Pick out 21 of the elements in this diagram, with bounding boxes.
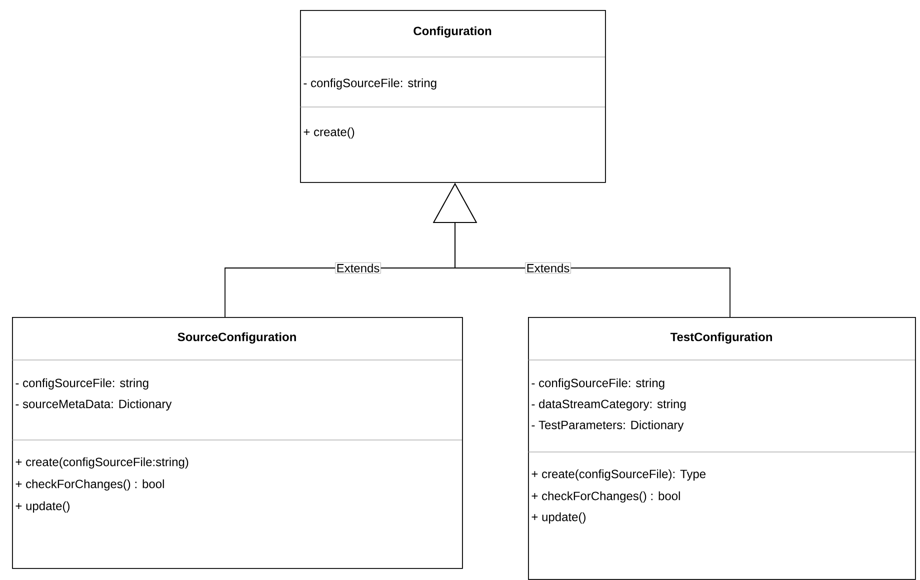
class-box (12, 317, 463, 569)
edge-label: Extends (337, 264, 380, 272)
attribute-text: - configSourceFile: string (304, 78, 436, 90)
method-text: + update() (16, 501, 70, 513)
attribute-text: - configSourceFile: string (532, 378, 664, 390)
class-name: Configuration (414, 26, 492, 38)
attribute-text: - TestParameters: Dictionary (532, 420, 684, 432)
edge-label: Extends (527, 264, 570, 272)
class-name: SourceConfiguration (178, 332, 296, 344)
method-text: + create(configSourceFile): Type (532, 469, 706, 481)
method-text: + update() (532, 512, 586, 524)
attribute-text: - configSourceFile: string (16, 378, 148, 390)
method-text: + create(configSourceFile:string) (16, 457, 188, 469)
class-name: TestConfiguration (670, 332, 772, 344)
attribute-text: - dataStreamCategory: string (532, 399, 686, 411)
class-box (528, 317, 916, 580)
method-text: + checkForChanges() : bool (16, 479, 164, 491)
attribute-text: - sourceMetaData: Dictionary (16, 399, 172, 411)
class-box (300, 10, 606, 183)
method-text: + create() (304, 127, 354, 139)
method-text: + checkForChanges() : bool (532, 491, 680, 503)
